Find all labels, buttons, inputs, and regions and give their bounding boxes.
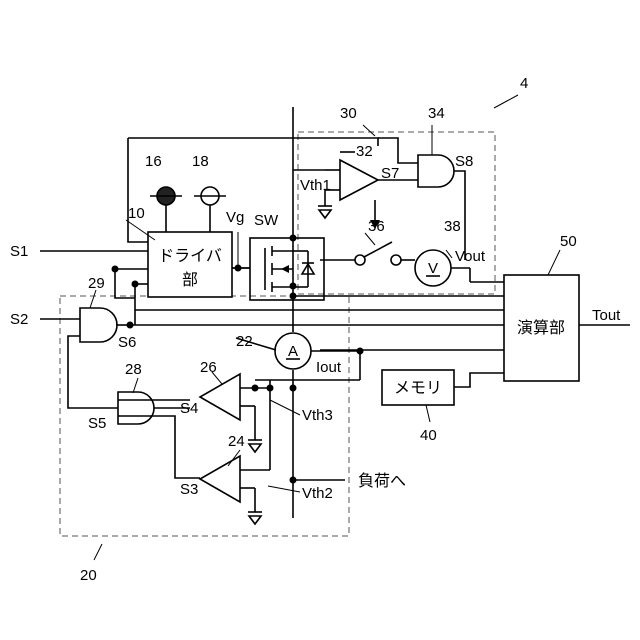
label-16: 16 xyxy=(145,153,162,170)
label-50: 50 xyxy=(560,233,577,250)
label-36: 36 xyxy=(368,218,385,235)
memory-block-40: メモリ xyxy=(382,370,504,405)
calc-label: 演算部 xyxy=(517,318,565,337)
label-s8: S8 xyxy=(455,153,473,170)
label-s7: S7 xyxy=(381,165,399,182)
label-18: 18 xyxy=(192,153,209,170)
label-s2: S2 xyxy=(10,311,28,328)
label-vth2: Vth2 xyxy=(302,485,333,502)
label-s6: S6 xyxy=(118,334,136,351)
label-26: 26 xyxy=(200,359,217,376)
label-tout: Tout xyxy=(592,307,621,324)
label-29: 29 xyxy=(88,275,105,292)
power-symbols xyxy=(150,187,226,232)
label-s4: S4 xyxy=(180,400,198,417)
comparator-26 xyxy=(200,374,270,470)
label-24: 24 xyxy=(228,433,245,450)
switch-36 xyxy=(320,242,415,265)
ammeter-label: A xyxy=(288,343,298,360)
and-gate-34 xyxy=(370,138,465,260)
label-iout: Iout xyxy=(316,359,342,376)
driver-block: ドライバ 部 xyxy=(148,232,232,297)
label-38: 38 xyxy=(444,218,461,235)
driver-label-2: 部 xyxy=(182,270,198,289)
mosfet-switch xyxy=(232,238,324,300)
label-s5: S5 xyxy=(88,415,106,432)
comparator-24 xyxy=(200,456,270,524)
label-sw: SW xyxy=(254,212,279,229)
label-vth3: Vth3 xyxy=(302,407,333,424)
voltmeter-label: V xyxy=(428,260,438,277)
label-vg: Vg xyxy=(226,209,244,226)
label-vth1: Vth1 xyxy=(300,177,331,194)
label-s1: S1 xyxy=(10,243,28,260)
label-32: 32 xyxy=(356,143,373,160)
label-10: 10 xyxy=(128,205,145,222)
label-40: 40 xyxy=(420,427,437,444)
label-4: 4 xyxy=(520,75,528,92)
label-34: 34 xyxy=(428,105,445,122)
label-to-load: 負荷へ xyxy=(358,471,406,490)
ammeter-22: A xyxy=(236,333,360,380)
label-28: 28 xyxy=(125,361,142,378)
label-20: 20 xyxy=(80,567,97,584)
label-s3: S3 xyxy=(180,481,198,498)
calc-block-50: 演算部 xyxy=(504,275,630,381)
memory-label: メモリ xyxy=(394,378,442,397)
label-vout: Vout xyxy=(455,248,486,265)
driver-label-1: ドライバ xyxy=(158,246,222,265)
label-22: 22 xyxy=(236,333,253,350)
main-bus xyxy=(293,107,345,518)
label-30: 30 xyxy=(340,105,357,122)
